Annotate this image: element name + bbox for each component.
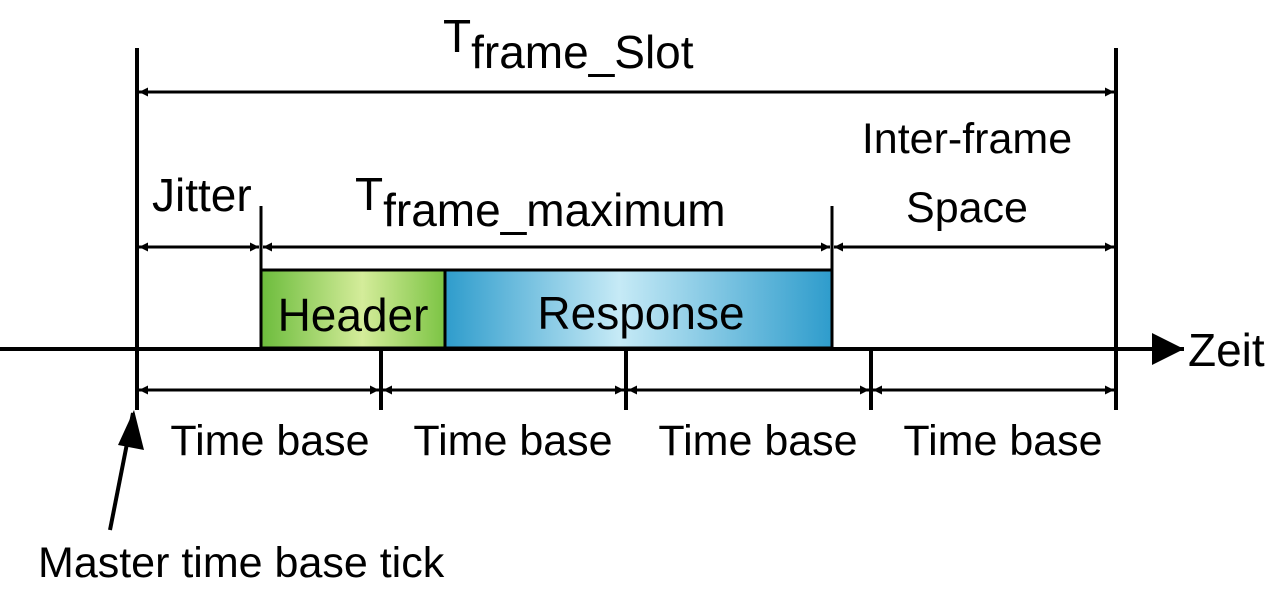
time-base-label: Time base bbox=[170, 417, 369, 465]
jitter-label: Jitter bbox=[152, 169, 252, 221]
inter-frame-space-label-line1: Inter-frame bbox=[862, 115, 1072, 163]
time-base-label: Time base bbox=[658, 417, 857, 465]
frame-maximum-label-sub: frame_maximum bbox=[383, 184, 726, 236]
frame-slot-label-sub: frame_Slot bbox=[471, 26, 694, 78]
master-tick-label: Master time base tick bbox=[38, 539, 445, 587]
inter-frame-space-label-line2: Space bbox=[906, 184, 1028, 232]
frame-slot-label-main: T bbox=[443, 10, 471, 62]
response-label: Response bbox=[537, 287, 744, 339]
time-axis-label: Zeit bbox=[1188, 324, 1265, 376]
time-base-label: Time base bbox=[903, 417, 1102, 465]
master-tick-arrowhead bbox=[118, 410, 144, 450]
header-block bbox=[259, 268, 447, 350]
frame-maximum-label-main: T bbox=[355, 168, 383, 220]
header-label: Header bbox=[278, 289, 429, 341]
time-base-label: Time base bbox=[413, 417, 612, 465]
frame-slot-label: Tframe_Slot bbox=[443, 10, 694, 78]
frame-maximum-label: Tframe_maximum bbox=[355, 168, 726, 236]
